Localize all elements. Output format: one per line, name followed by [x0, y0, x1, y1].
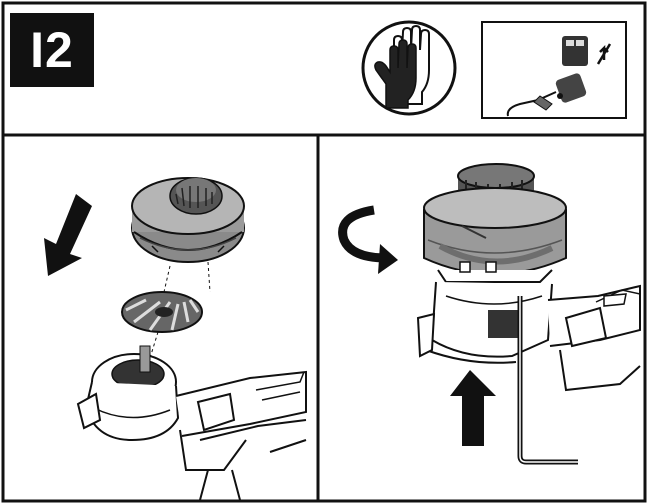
- spool-cap: [131, 177, 245, 263]
- step-number-badge: I2: [10, 13, 94, 87]
- spool-housing: [423, 187, 567, 275]
- rotate-arrow-icon: [338, 205, 398, 274]
- trimmer-arm: [547, 284, 641, 392]
- hex-key-icon: [517, 296, 578, 465]
- panel-right: [338, 163, 641, 465]
- gloves-icon: [361, 20, 457, 116]
- arrow-down-icon: [44, 194, 92, 276]
- trimmer-head: [76, 345, 180, 442]
- battery-removal-icon: [481, 21, 627, 119]
- trimmer-mount: [416, 261, 553, 364]
- arrow-up-icon: [450, 370, 496, 446]
- trimmer-body: [175, 370, 307, 501]
- impeller: [121, 291, 203, 333]
- panel-left: [44, 177, 307, 501]
